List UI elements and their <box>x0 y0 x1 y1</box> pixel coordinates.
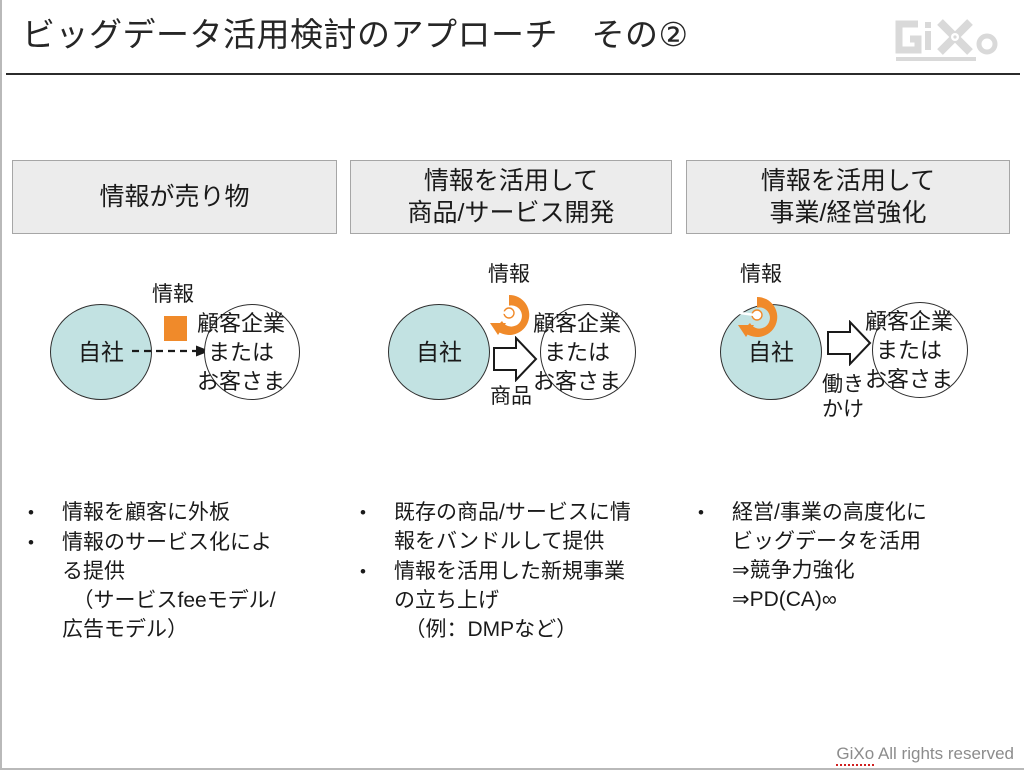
column-header-1: 情報が売り物 <box>12 160 337 234</box>
entity-self-2: 自社 <box>388 304 490 400</box>
bullet-text: 経営/事業の高度化に ビッグデータを活用 ⇒競争力強化 ⇒PD(CA)∞ <box>732 501 927 611</box>
bullet-marker-icon: • <box>698 503 704 522</box>
diagram-3: 自社 情報 働き かけ 顧客企業 または お客さま <box>686 244 1016 474</box>
diagram-2: 自社 情報 商品 顧客企業 または お客さ <box>350 244 680 474</box>
list-item: • 情報を活用した新規事業 の立ち上げ （例：DMPなど） <box>352 557 674 644</box>
entity-customer-label-2: 顧客企業 または お客さま <box>532 310 621 394</box>
bullet-marker-icon: • <box>360 503 366 522</box>
footer-copyright: GiXo All rights reserved <box>836 744 1014 766</box>
footer-brand: GiXo <box>836 744 875 766</box>
bullet-text: 情報を顧客に外板 <box>62 501 230 524</box>
footer-rights-text: All rights reserved <box>874 744 1014 763</box>
title-divider <box>6 73 1020 75</box>
entity-customer-3: 顧客企業 または お客さま <box>865 302 968 398</box>
block-arrow-icon-3 <box>826 319 872 371</box>
bullet-list-1: • 情報を顧客に外板 • 情報のサービス化によ る提供 （サービスfeeモデル/… <box>20 498 340 645</box>
column-header-2: 情報を活用して 商品/サービス開発 <box>350 160 672 234</box>
entity-self-label-1: 自社 <box>78 338 124 365</box>
bullet-text: 情報を活用した新規事業 の立ち上げ （例：DMPなど） <box>394 560 625 641</box>
info-label-3: 情報 <box>740 263 782 286</box>
list-item: • 経営/事業の高度化に ビッグデータを活用 ⇒競争力強化 ⇒PD(CA)∞ <box>690 498 1016 614</box>
bullet-text: 既存の商品/サービスに情 報をバンドルして提供 <box>394 501 631 553</box>
bullet-list-2: • 既存の商品/サービスに情 報をバンドルして提供 • 情報を活用した新規事業 … <box>352 498 674 645</box>
column-product-service-development: 情報を活用して 商品/サービス開発 自社 情報 <box>350 160 680 474</box>
dashed-arrow-icon-1 <box>132 344 214 357</box>
flow-label-3: 働き かけ <box>822 373 864 421</box>
column-information-as-product: 情報が売り物 自社 情報 顧客企業 または お客さま <box>12 160 342 474</box>
entity-self-label-3: 自社 <box>748 338 794 365</box>
column-header-3: 情報を活用して 事業/経営強化 <box>686 160 1010 234</box>
bullet-text: 情報のサービス化によ る提供 （サービスfeeモデル/ 広告モデル） <box>62 531 276 641</box>
bullet-marker-icon: • <box>28 533 34 552</box>
gixo-logo <box>888 10 1008 66</box>
bullet-marker-icon: • <box>28 503 34 522</box>
bullet-list-3: • 経営/事業の高度化に ビッグデータを活用 ⇒競争力強化 ⇒PD(CA)∞ <box>690 498 1016 615</box>
information-cycle-icon-3 <box>734 294 780 347</box>
page-title: ビッグデータ活用検討のアプローチ その② <box>22 16 689 53</box>
list-item: • 情報を顧客に外板 <box>20 498 340 527</box>
entity-self-3: 自社 <box>720 304 822 400</box>
diagram-1: 自社 情報 顧客企業 または お客さま <box>12 244 342 474</box>
column-business-management-strengthening: 情報を活用して 事業/経営強化 自社 情報 働き かけ <box>686 160 1016 474</box>
block-arrow-icon-2 <box>492 335 538 387</box>
list-item: • 既存の商品/サービスに情 報をバンドルして提供 <box>352 498 674 556</box>
bullet-marker-icon: • <box>360 562 366 581</box>
entity-customer-label-1: 顧客企業 または お客さま <box>196 310 285 394</box>
information-cycle-icon-2 <box>486 292 532 345</box>
entity-customer-1: 顧客企業 または お客さま <box>197 304 300 400</box>
information-square-icon <box>164 316 187 341</box>
info-label-1: 情報 <box>152 283 194 306</box>
entity-customer-2: 顧客企業 または お客さま <box>533 304 636 400</box>
entity-customer-label-3: 顧客企業 または お客さま <box>864 308 953 392</box>
flow-label-2: 商品 <box>490 385 532 408</box>
list-item: • 情報のサービス化によ る提供 （サービスfeeモデル/ 広告モデル） <box>20 528 340 644</box>
info-label-2: 情報 <box>488 263 530 286</box>
entity-self-label-2: 自社 <box>416 338 462 365</box>
